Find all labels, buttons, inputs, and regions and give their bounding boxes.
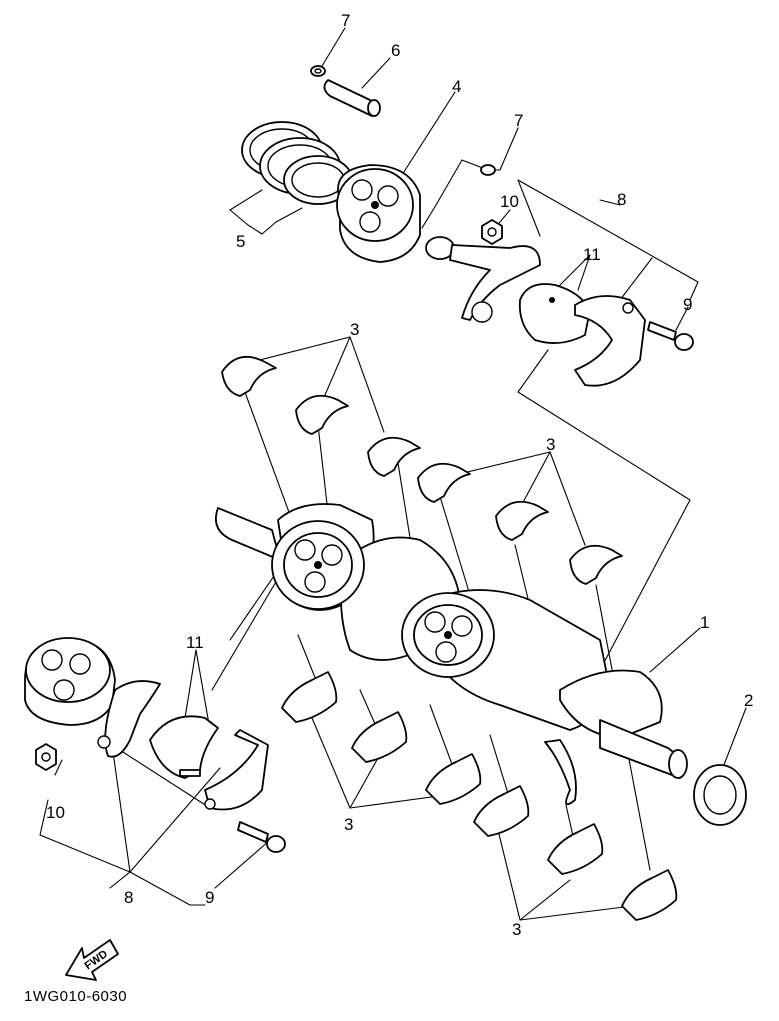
- callout-5: 5: [236, 232, 245, 251]
- callout-2: 2: [744, 691, 753, 710]
- callout-8-bottom: 8: [124, 888, 133, 907]
- callout-6: 6: [391, 41, 400, 60]
- callout-10-bottom: 10: [46, 803, 65, 822]
- rod-nut-top: [481, 219, 503, 245]
- callout-numbers: 7 6 4 7 5 10 8 11 9 3 3 1 2 11 3 10 8 9 …: [46, 11, 753, 939]
- callout-10-top: 10: [500, 192, 519, 211]
- forward-direction-arrow: FWD: [65, 939, 119, 981]
- callout-3-lower-right: 3: [512, 920, 521, 939]
- callout-8-top: 8: [617, 190, 626, 209]
- reference-code: 1WG010-6030: [24, 988, 128, 1005]
- conrod-cap-top: [574, 295, 646, 387]
- callout-3-upper-right: 3: [546, 435, 555, 454]
- conrod-bearing-top: [518, 283, 591, 344]
- callout-11-bottom: 11: [186, 633, 204, 652]
- piston-ring-set: [241, 121, 353, 205]
- piston-top: [336, 164, 421, 263]
- callout-7-second: 7: [514, 111, 523, 130]
- leader-lines: [39, 27, 747, 921]
- conrod-cap-bottom: [204, 729, 269, 811]
- callout-9-bottom: 9: [205, 888, 214, 907]
- callout-4: 4: [452, 77, 461, 96]
- rod-nut-bottom: [35, 743, 57, 771]
- piston-pin: [323, 79, 381, 117]
- callout-3-lower-middle: 3: [344, 815, 353, 834]
- connecting-rod-bottom: [97, 680, 161, 758]
- callout-3-upper-left: 3: [350, 320, 359, 339]
- callout-1: 1: [700, 613, 709, 632]
- piston-bottom: [24, 637, 116, 726]
- callout-11-top: 11: [583, 245, 601, 264]
- piston-pin-clip-top: [310, 65, 326, 77]
- connecting-rod-top: [425, 236, 541, 323]
- piston-crank-right: [401, 592, 495, 678]
- piston-crank-left: [271, 520, 365, 610]
- conrod-bearing-bottom: [149, 715, 219, 779]
- callout-9-top: 9: [683, 295, 692, 314]
- conrod-bolt-top: [647, 321, 694, 351]
- conrod-bolt-bottom: [237, 821, 286, 853]
- main-bearing-shells: [221, 355, 678, 921]
- oil-seal: [693, 764, 747, 826]
- callout-7-top: 7: [341, 11, 350, 30]
- piston-pin-clip-second: [480, 164, 496, 176]
